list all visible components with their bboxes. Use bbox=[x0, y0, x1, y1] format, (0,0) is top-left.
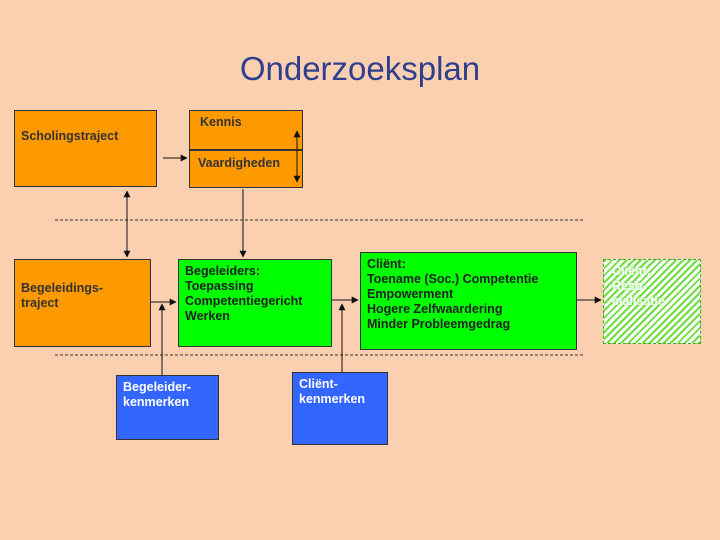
begeleiders-box: Begeleiders: Toepassing Competentiegeric… bbox=[178, 259, 332, 347]
begeleider-kenmerken-line-1: Begeleider- bbox=[123, 380, 192, 394]
resocialisatie-line-1: Cliënt: bbox=[612, 264, 651, 278]
resocialisatie-line-2: Reso- bbox=[612, 279, 647, 293]
client-box: Cliënt: Toename (Soc.) Competentie Empow… bbox=[360, 252, 577, 350]
client-kenmerken-line-1: Cliënt- bbox=[299, 377, 338, 391]
kennis-label: Kennis bbox=[200, 115, 242, 129]
begeleidingstraject-line-1: Begeleidings- bbox=[21, 281, 103, 295]
kennis-box: Kennis bbox=[189, 110, 303, 150]
begeleiders-line-4: Werken bbox=[185, 309, 230, 323]
scholingstraject-label: Scholingstraject bbox=[21, 129, 119, 143]
client-resocialisatie-box: Cliënt: Reso- cialisatie bbox=[603, 259, 701, 344]
client-line-2: Toename (Soc.) Competentie bbox=[367, 272, 539, 286]
begeleider-kenmerken-box: Begeleider- kenmerken bbox=[116, 375, 219, 440]
client-line-5: Minder Probleemgedrag bbox=[367, 317, 511, 331]
client-kenmerken-box: Cliënt- kenmerken bbox=[292, 372, 388, 445]
vaardigheden-label: Vaardigheden bbox=[198, 156, 280, 170]
scholingstraject-box: Scholingstraject bbox=[14, 110, 157, 187]
page-title: Onderzoeksplan bbox=[239, 50, 481, 87]
client-line-4: Hogere Zelfwaardering bbox=[367, 302, 503, 316]
begeleidingstraject-line-2: traject bbox=[21, 296, 59, 310]
client-line-3: Empowerment bbox=[367, 287, 454, 301]
resocialisatie-line-3: cialisatie bbox=[612, 294, 665, 308]
begeleiders-line-2: Toepassing bbox=[185, 279, 254, 293]
begeleider-kenmerken-line-2: kenmerken bbox=[123, 395, 190, 409]
begeleidingstraject-box: Begeleidings- traject bbox=[14, 259, 151, 347]
client-line-1: Cliënt: bbox=[367, 257, 406, 271]
begeleiders-line-1: Begeleiders: bbox=[185, 264, 261, 278]
client-kenmerken-line-2: kenmerken bbox=[299, 392, 366, 406]
vaardigheden-box: Vaardigheden bbox=[189, 150, 303, 188]
begeleiders-line-3: Competentiegericht bbox=[185, 294, 303, 308]
